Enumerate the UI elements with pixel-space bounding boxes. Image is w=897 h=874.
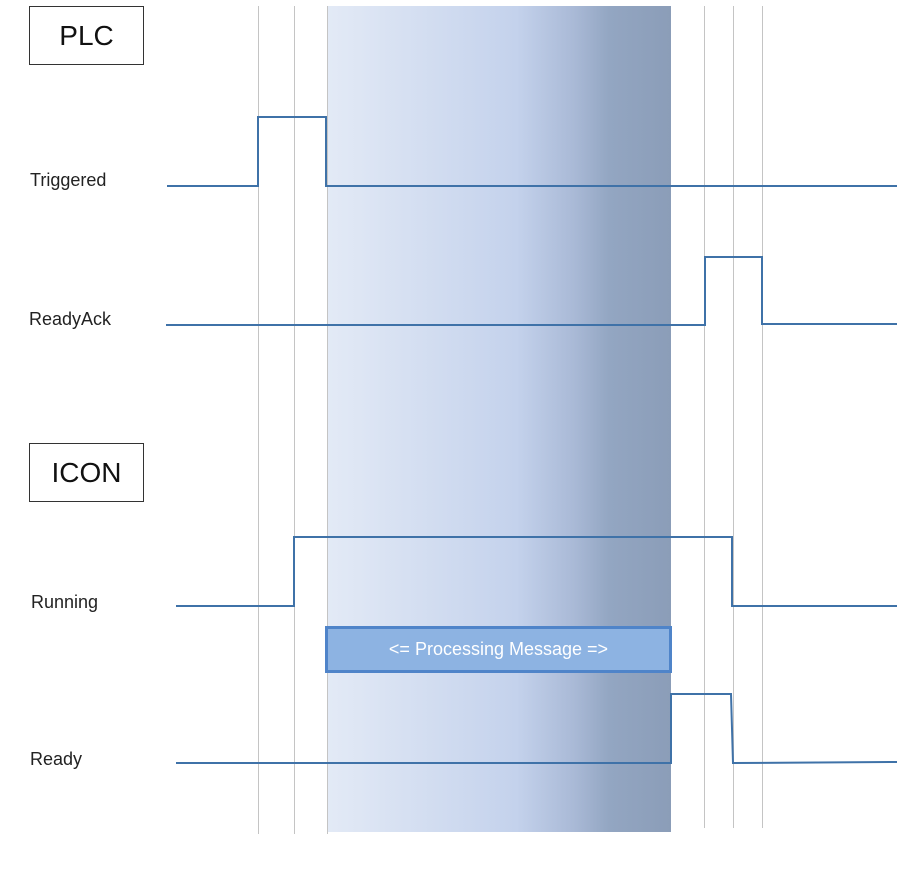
timing-guides <box>258 6 763 834</box>
ready-signal-label: Ready <box>30 749 83 769</box>
triggered-signal-label: Triggered <box>30 170 107 190</box>
ready-waveform <box>176 693 897 765</box>
triggered-waveform <box>167 116 897 187</box>
processing-message-box: <= Processing Message => <box>325 626 672 673</box>
running-signal-label: Running <box>31 592 99 612</box>
icon-group-label: ICON <box>29 443 144 502</box>
readyack-signal-label: ReadyAck <box>29 309 112 329</box>
running-waveform <box>176 536 897 607</box>
readyack-waveform <box>166 256 897 326</box>
processing-band <box>327 6 671 832</box>
plc-group-label: PLC <box>29 6 144 65</box>
